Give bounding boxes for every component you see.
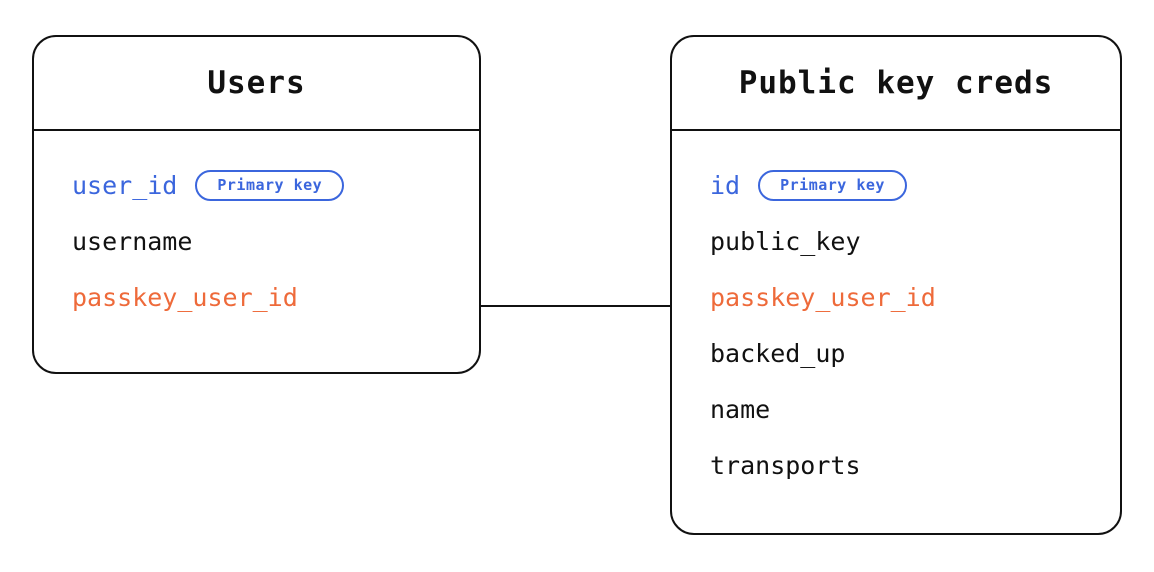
- entity-title: Users: [207, 65, 306, 101]
- primary-key-badge-label: Primary key: [780, 175, 885, 194]
- primary-key-badge: Primary key: [195, 169, 345, 201]
- relationship-line-users-to-creds: [481, 305, 671, 307]
- field-name: backed_up: [710, 338, 846, 368]
- entity-table-users[interactable]: Users user_id Primary key username passkey_u…: [32, 35, 481, 374]
- primary-key-badge-label: Primary key: [217, 175, 323, 194]
- field-row[interactable]: backed_up: [672, 325, 1120, 381]
- field-name: id: [710, 170, 741, 200]
- entity-header-public-key-creds: Public key creds: [672, 37, 1120, 131]
- entity-title: Public key creds: [738, 65, 1054, 101]
- field-name: transports: [710, 450, 861, 480]
- entity-field-list-users: user_id Primary key username passkey_user_i…: [34, 129, 479, 372]
- field-name: passkey_user_id: [710, 282, 936, 312]
- field-name: username: [72, 226, 193, 256]
- entity-header-users: Users: [34, 37, 479, 131]
- field-row[interactable]: id Primary key: [672, 157, 1120, 213]
- field-name: public_key: [710, 226, 861, 256]
- field-row[interactable]: user_id Primary key: [34, 157, 479, 213]
- field-row[interactable]: name: [672, 381, 1120, 437]
- field-row[interactable]: passkey_user_id: [34, 269, 479, 325]
- field-name: user_id: [72, 170, 178, 200]
- field-row[interactable]: public_key: [672, 213, 1120, 269]
- field-name: passkey_user_id: [72, 282, 298, 312]
- primary-key-badge: Primary key: [758, 169, 907, 201]
- field-name: name: [710, 394, 771, 424]
- field-row[interactable]: username: [34, 213, 479, 269]
- field-row[interactable]: transports: [672, 437, 1120, 493]
- field-row[interactable]: passkey_user_id: [672, 269, 1120, 325]
